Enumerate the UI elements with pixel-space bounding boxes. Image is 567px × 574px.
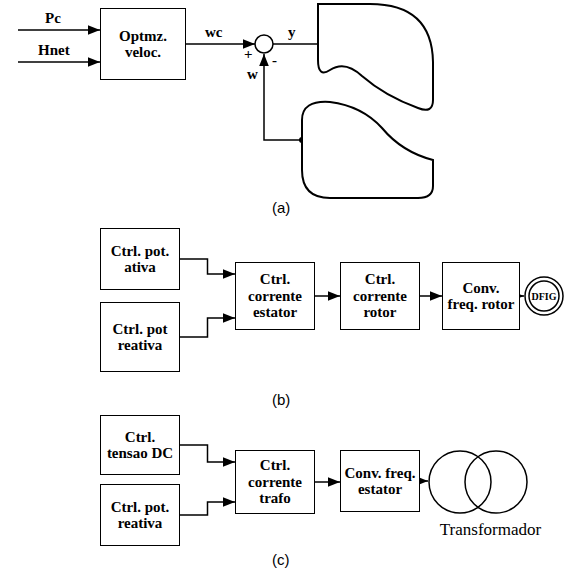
node-label: Optmz. veloc. [104, 28, 182, 61]
sign-mark: - [272, 52, 277, 69]
signal-line [273, 43, 318, 45]
component-name: Transformador [440, 521, 541, 540]
transformer-windings [428, 450, 553, 514]
turbine-runner [318, 4, 433, 110]
signal-line [186, 43, 255, 45]
signal-arrow [315, 295, 340, 297]
node-label: Conv. freq. estator [344, 465, 416, 498]
node-label: Conv. freq. rotor [446, 280, 516, 313]
signal-name: y [288, 24, 296, 41]
converter-box: Conv. freq. estator [340, 450, 420, 512]
node-label: Ctrl. corrente estator [239, 271, 311, 321]
node-label: Ctrl. pot reativa [104, 321, 176, 354]
node-label: Ctrl. tensao DC [104, 429, 176, 462]
signal-name: Hnet [38, 42, 70, 59]
signal-arrow [180, 318, 235, 337]
summing-junction [255, 35, 273, 53]
controller-box: Ctrl. corrente trafo [235, 450, 315, 514]
signal-arrow [180, 445, 235, 462]
node-label: DFIG [532, 291, 557, 302]
controller-box: Ctrl. corrente rotor [340, 262, 420, 330]
signal-arrow [420, 480, 428, 482]
feedback-line [264, 54, 302, 140]
input-line [18, 61, 100, 63]
node-label: Ctrl. corrente rotor [344, 271, 416, 321]
controller-box: Ctrl. pot. reativa [100, 484, 180, 546]
controller-box: Ctrl. pot. ativa [100, 228, 180, 290]
converter-box: Conv. freq. rotor [442, 262, 520, 330]
panel-caption: (c) [272, 552, 290, 569]
signal-arrow [520, 295, 524, 297]
panel-caption: (a) [272, 200, 290, 217]
controller-box: Ctrl. corrente estator [235, 262, 315, 330]
turbine-casing [302, 102, 433, 198]
signal-arrow [315, 481, 340, 483]
input-line [18, 29, 100, 31]
signal-arrow [420, 295, 442, 297]
optimizer-box: Optmz. veloc. [100, 8, 186, 80]
panel-caption: (b) [272, 392, 290, 409]
signal-name: w [247, 66, 258, 83]
signal-name: wc [205, 24, 223, 41]
signal-arrow [180, 502, 235, 515]
transformer-symbol: Transformador [428, 450, 553, 540]
node-label: Ctrl. pot. reativa [104, 499, 176, 532]
node-label: Ctrl. corrente trafo [239, 457, 311, 507]
controller-box: Ctrl. pot reativa [100, 302, 180, 372]
node-label: Ctrl. pot. ativa [104, 243, 176, 276]
generator-circle: DFIG [524, 266, 564, 326]
controller-box: Ctrl. tensao DC [100, 415, 180, 475]
signal-arrow [180, 259, 235, 274]
signal-name: Pc [45, 10, 61, 27]
sign-mark: + [244, 46, 253, 63]
